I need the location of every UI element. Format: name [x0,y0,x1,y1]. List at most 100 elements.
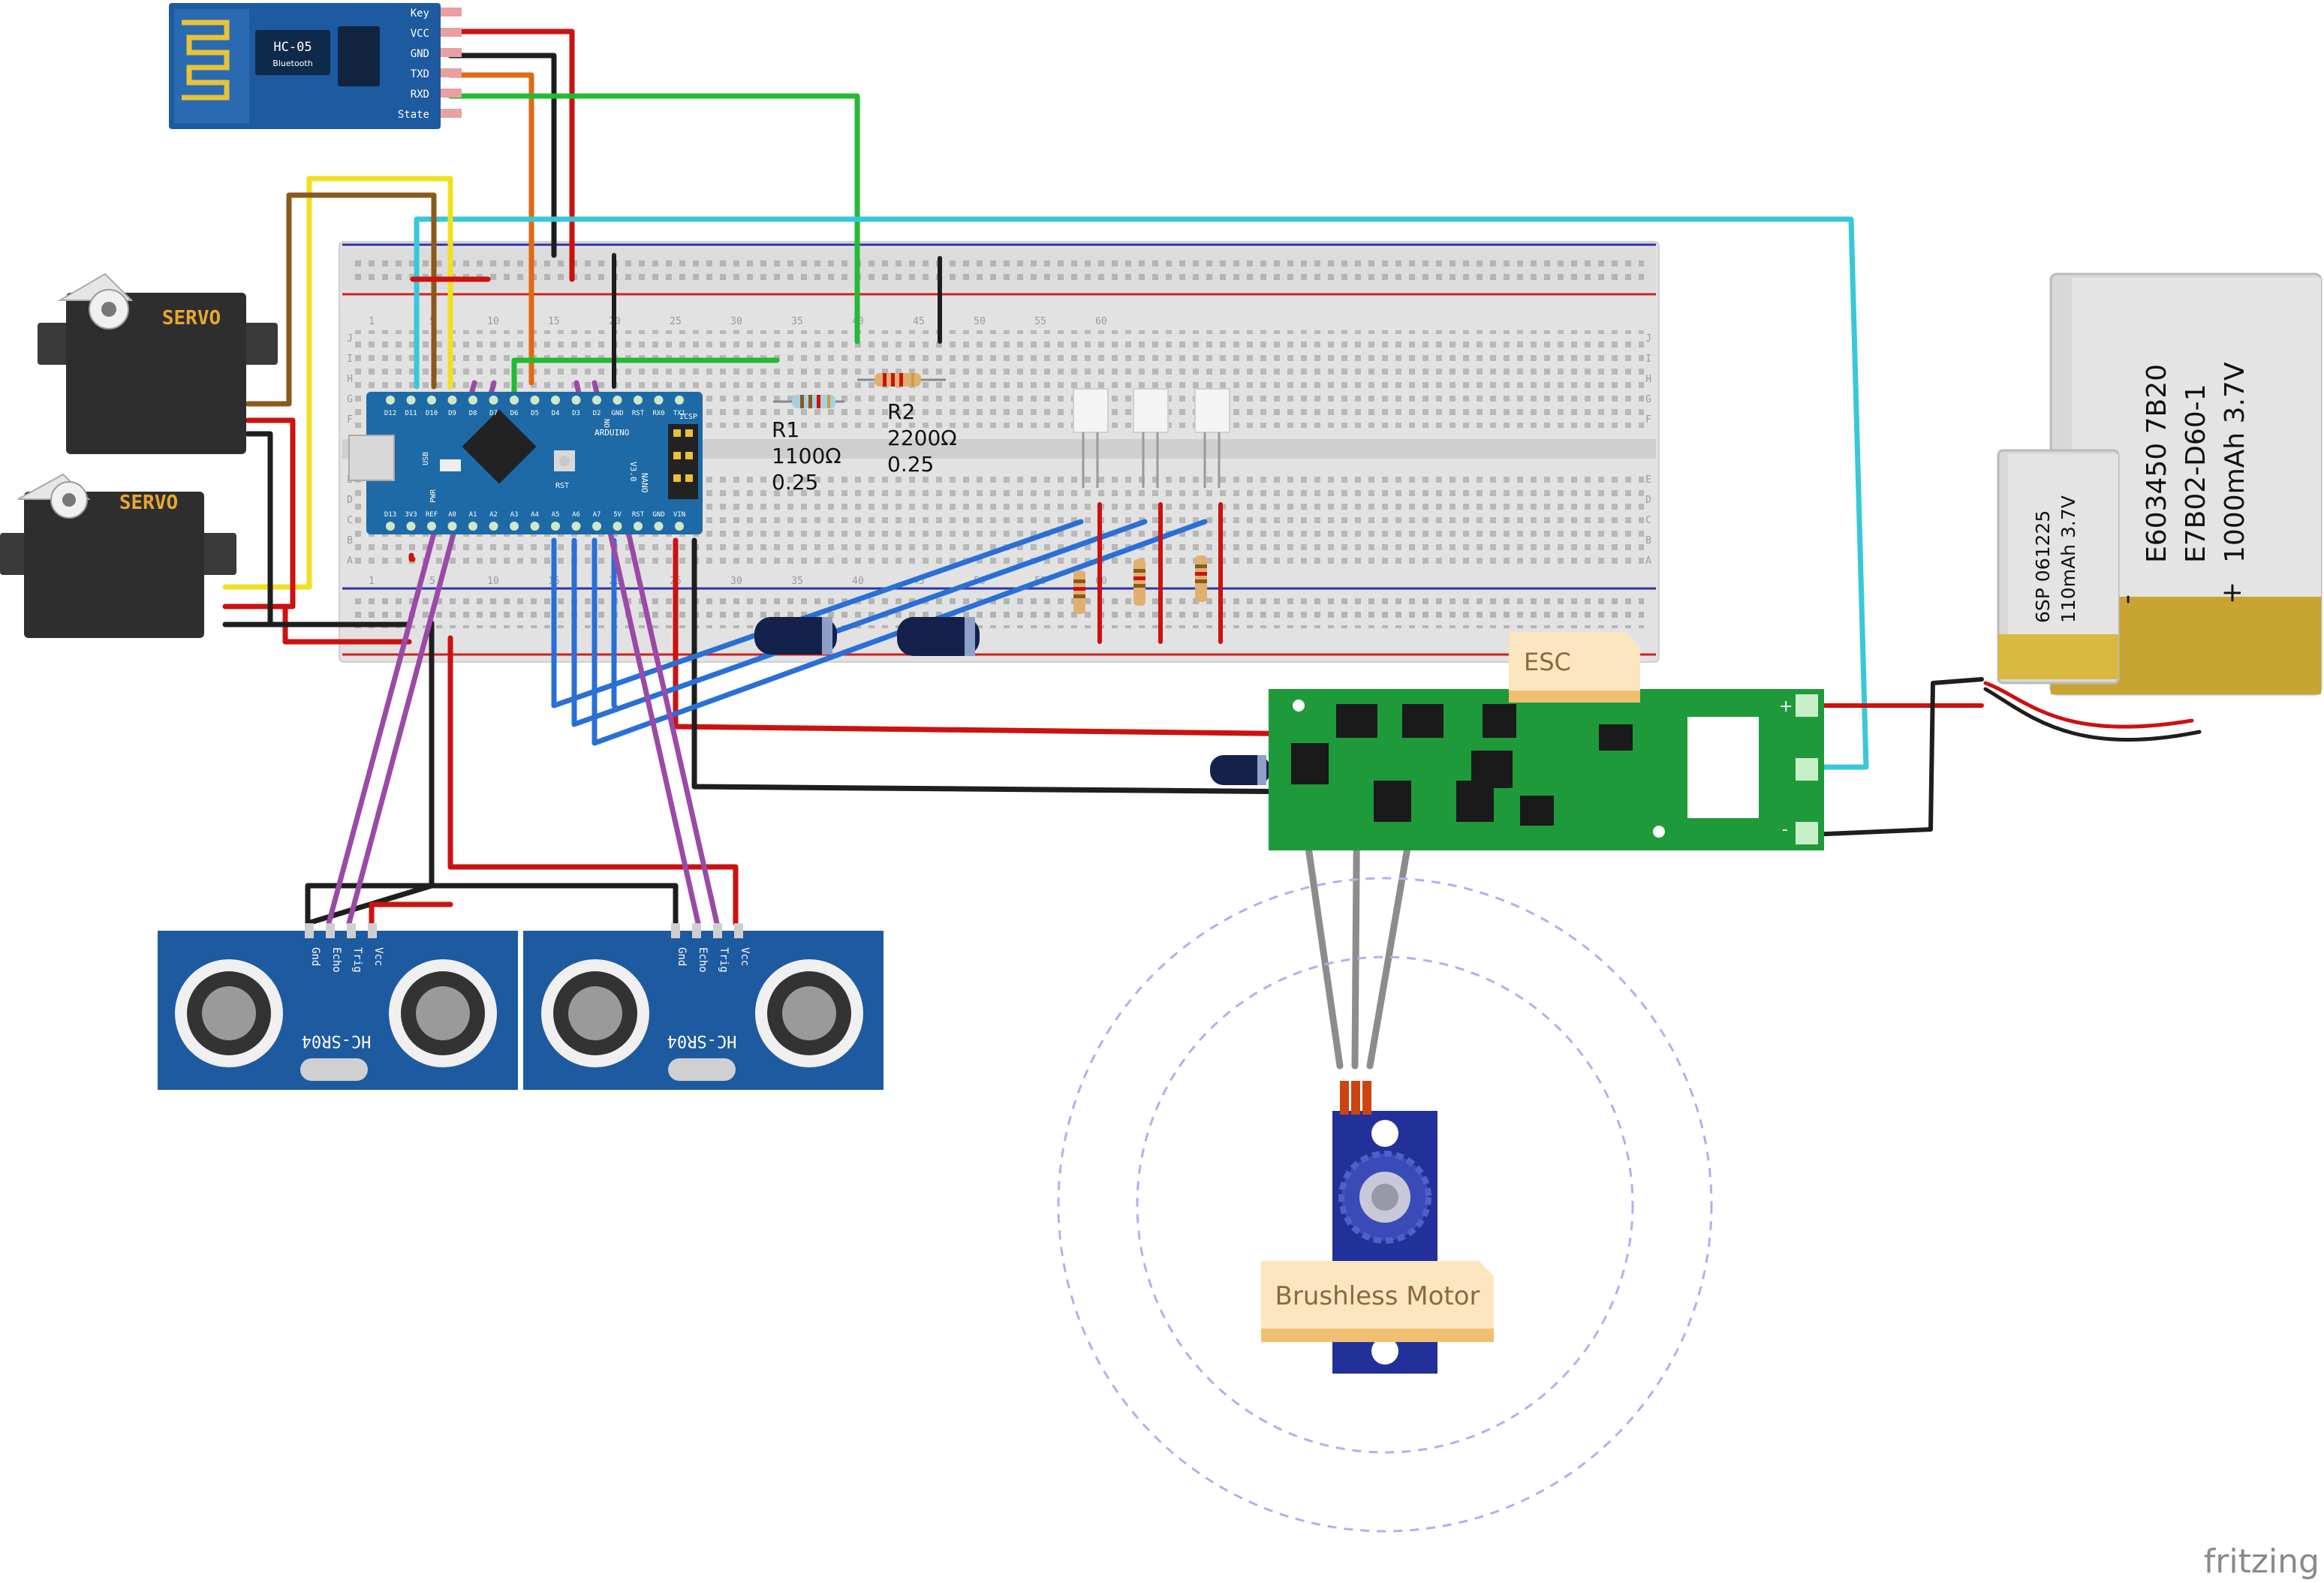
nano-pin-label: REF [426,511,438,519]
nano-pin-label: GND [652,511,664,519]
nano-pin-label: RST [632,511,645,519]
wire-txd-orange [447,72,534,386]
nano-pin [551,522,560,531]
battery-110mah-text: 110mAh 3.7V [2058,495,2079,623]
battery-1000mah-text: 1000mAh 3.7V [2220,362,2250,563]
servo-1-label: SERVO [162,307,221,330]
hc05-pin-label: VCC [411,28,429,40]
sonar-2-model: HC-SR04 [667,1031,737,1050]
hc05-model: HC-05 [273,40,312,55]
capacitors [754,617,1270,785]
esc-label: ESC [1524,648,1571,676]
breadboard-col-number: 1 [369,576,375,587]
wire-vcc-red [447,29,575,282]
sonar-pin [368,923,377,938]
battery-110mah-text: 6SP 061225 [2032,510,2054,623]
wire-rxd-green [447,93,860,345]
breadboard-col-number: 30 [730,316,742,327]
breadboard-row-letter: H [1645,374,1651,385]
nano-pin-label: RST [632,410,645,417]
nano-pin [510,522,519,531]
wire-blue-3 [592,519,1208,746]
wire-yellow [222,176,453,590]
breadboard-col-number: 30 [730,576,742,587]
arduino-brand: ARDUINO [595,428,629,438]
sonar-pin-label: Vcc [739,947,751,966]
arduino-nano: ARDUINO NANO V3.0 ICSP RST USB PWR ON D1… [348,392,703,534]
breadboard-col-number: 25 [670,316,682,327]
nano-pin [427,396,436,405]
nano-pin-label: A7 [593,511,601,519]
breadboard-row-letter: A [1645,555,1651,567]
nano-pin [510,396,519,405]
hc05-pin-label: State [398,109,429,121]
sonar-pin [671,923,680,938]
sonar-pin-label: Trig [351,947,363,973]
nano-pin [592,396,601,405]
breadboard-row-letter: B [1645,535,1651,546]
nano-pin [571,522,581,531]
sonar-1-model: HC-SR04 [302,1031,372,1050]
nano-pin-label: D5 [531,410,539,417]
wire-brown [245,192,437,407]
nano-pin-label: A1 [469,511,477,519]
nano-pin-label: 3V3 [405,511,417,519]
arduino-pwr: PWR [429,489,438,503]
breadboard-row-letter: D [347,495,353,506]
nano-pin [530,396,540,405]
breadboard-col-number: 10 [487,576,499,587]
servo-2-label: SERVO [119,492,178,514]
sonar-pin-label: Echo [697,947,709,973]
nano-pin [489,522,498,531]
motor-note: Brushless Motor [1261,1261,1494,1342]
breadboard-row-letter: I [1645,354,1651,365]
nano-pin-label: A5 [552,511,560,519]
breadboard-row-letter: B [347,535,353,546]
wire-cyan [414,216,1869,770]
nano-pin-label: D8 [469,410,477,417]
sonar-pin-label: Gnd [309,947,321,966]
breadboard-row-letter: J [347,333,353,345]
esc-minus: - [1782,820,1788,839]
arduino-usb: USB [422,452,430,465]
nano-pin [551,396,560,405]
r1-name: R1 [772,417,799,442]
nano-pin [675,522,684,531]
breadboard-col-number: 35 [791,316,803,327]
nano-pin [634,396,643,405]
nano-pin [675,396,684,405]
breadboard-row-letter: A [347,555,353,567]
nano-pin-label: D11 [405,410,417,417]
nano-pin [447,522,457,531]
r2-power: 0.25 [887,452,934,477]
breadboard-col-number: 1 [369,316,375,327]
sonar-pin [692,923,701,938]
breadboard-col-number: 15 [548,316,560,327]
hc05-pin [441,109,462,118]
wire-blue-1 [551,519,1084,709]
nano-pin [613,396,622,405]
nano-pin [489,396,498,405]
breadboard-col-number: 40 [852,576,864,587]
breadboard-row-letter: E [1645,474,1651,486]
nano-pin-label: D10 [426,410,438,417]
nano-pin [406,396,416,405]
resistor-r2: R2 2200Ω 0.25 [857,373,957,477]
sonar-pin [734,923,743,938]
fritzing-watermark: fritzing [2204,1542,2319,1581]
hc05-pin-label: GND [411,48,429,60]
wire-blue-4 [611,537,620,712]
breadboard-row-letter: I [347,354,353,365]
arduino-on: ON [604,419,612,428]
breadboard-col-number: 60 [1095,316,1107,327]
wire-green-jumper [511,357,780,401]
nano-pin [613,522,622,531]
r2-value: 2200Ω [887,426,957,450]
nano-pin [386,522,395,531]
wire-sonar-red [447,635,739,926]
breadboard-row-letter: C [347,515,353,526]
